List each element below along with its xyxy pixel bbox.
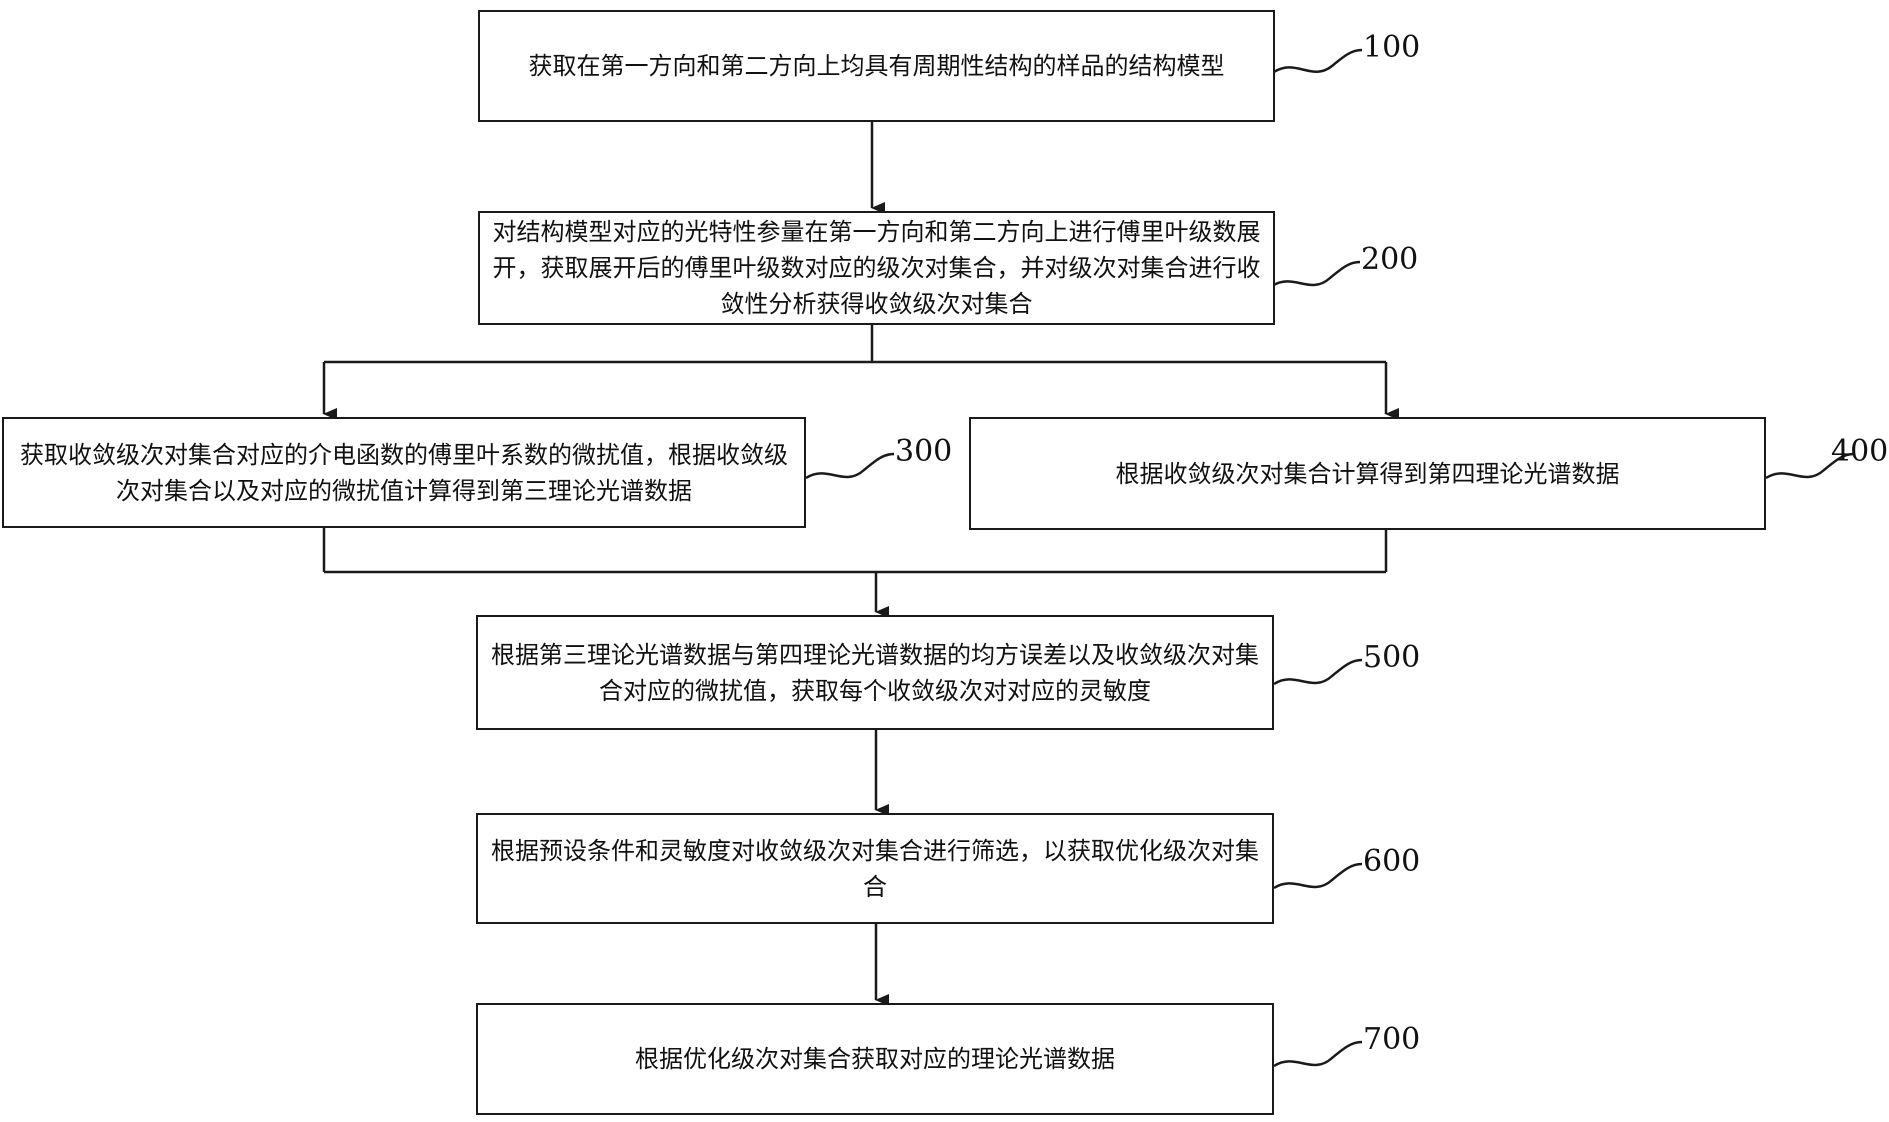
leader-100 <box>1273 48 1363 74</box>
step-text-300: 获取收敛级次对集合对应的介电函数的傅里叶系数的微扰值，根据收敛级次对集合以及对应… <box>20 440 788 505</box>
ref-label-200: 200 <box>1361 242 1419 277</box>
step-box-500: 根据第三理论光谱数据与第四理论光谱数据的均方误差以及收敛级次对集合对应的微扰值，… <box>476 615 1274 730</box>
step-text-500: 根据第三理论光谱数据与第四理论光谱数据的均方误差以及收敛级次对集合对应的微扰值，… <box>491 640 1259 705</box>
step-text-700: 根据优化级次对集合获取对应的理论光谱数据 <box>635 1045 1115 1073</box>
ref-label-700: 700 <box>1363 1022 1421 1057</box>
ref-label-100: 100 <box>1363 30 1421 65</box>
leader-200 <box>1271 260 1361 288</box>
step-text-600: 根据预设条件和灵敏度对收敛级次对集合进行筛选，以获取优化级次对集合 <box>491 836 1259 901</box>
step-box-700: 根据优化级次对集合获取对应的理论光谱数据 <box>476 1003 1274 1115</box>
leader-700 <box>1273 1040 1363 1068</box>
leader-600 <box>1273 862 1363 890</box>
step-box-600: 根据预设条件和灵敏度对收敛级次对集合进行筛选，以获取优化级次对集合 <box>476 813 1274 924</box>
ref-label-400: 400 <box>1831 434 1889 469</box>
ref-label-500: 500 <box>1363 640 1421 675</box>
step-text-200: 对结构模型对应的光特性参量在第一方向和第二方向上进行傅里叶级数展开，获取展开后的… <box>492 218 1261 318</box>
step-text-400: 根据收敛级次对集合计算得到第四理论光谱数据 <box>1115 459 1620 488</box>
leader-400 <box>1765 452 1855 480</box>
step-box-100: 获取在第一方向和第二方向上均具有周期性结构的样品的结构模型 <box>478 10 1275 122</box>
ref-label-300: 300 <box>895 434 953 469</box>
step-box-300: 获取收敛级次对集合对应的介电函数的傅里叶系数的微扰值，根据收敛级次对集合以及对应… <box>2 417 806 528</box>
step-box-200: 对结构模型对应的光特性参量在第一方向和第二方向上进行傅里叶级数展开，获取展开后的… <box>478 211 1275 325</box>
ref-label-600: 600 <box>1363 844 1421 879</box>
leader-500 <box>1273 658 1363 686</box>
leader-300 <box>805 452 895 480</box>
step-box-400: 根据收敛级次对集合计算得到第四理论光谱数据 <box>969 417 1766 530</box>
step-text-100: 获取在第一方向和第二方向上均具有周期性结构的样品的结构模型 <box>528 52 1225 80</box>
